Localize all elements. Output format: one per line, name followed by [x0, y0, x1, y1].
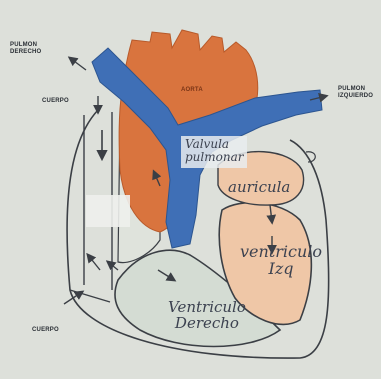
label-ventriculo-izq: ventriculo Izq: [240, 244, 322, 278]
arrow-vena-lower-b: [108, 262, 118, 270]
ventriculo-der-line2: Derecho: [168, 316, 246, 332]
label-pulmon-derecho: PULMON DERECHO: [10, 42, 41, 55]
label-auricula: auricula: [228, 180, 290, 196]
valvula-line2: pulmonar: [185, 151, 243, 164]
pulmon-derecho-line1: PULMON: [10, 42, 41, 49]
label-valvula: Valvula pulmonar: [185, 138, 243, 163]
white-box: [86, 195, 130, 227]
pulmon-izquierdo-line2: IZQUIERDO: [338, 93, 373, 100]
label-cuerpo-bottom: CUERPO: [32, 327, 59, 334]
valvula-line1: Valvula: [185, 138, 243, 151]
pulmon-izquierdo-line1: PULMON: [338, 86, 373, 93]
arrow-cuerpo-bottom: [64, 292, 82, 304]
arrow-pulmon-derecho: [70, 58, 86, 70]
pulmon-derecho-line2: DERECHO: [10, 49, 41, 56]
ventriculo-izq-line2: Izq: [240, 261, 322, 278]
label-aorta: AORTA: [181, 87, 203, 94]
arrow-vena-lower-a: [88, 255, 100, 270]
label-cuerpo-top: CUERPO: [42, 98, 69, 105]
label-pulmon-izquierdo: PULMON IZQUIERDO: [338, 86, 373, 99]
label-ventriculo-der: Ventriculo Derecho: [168, 300, 246, 332]
